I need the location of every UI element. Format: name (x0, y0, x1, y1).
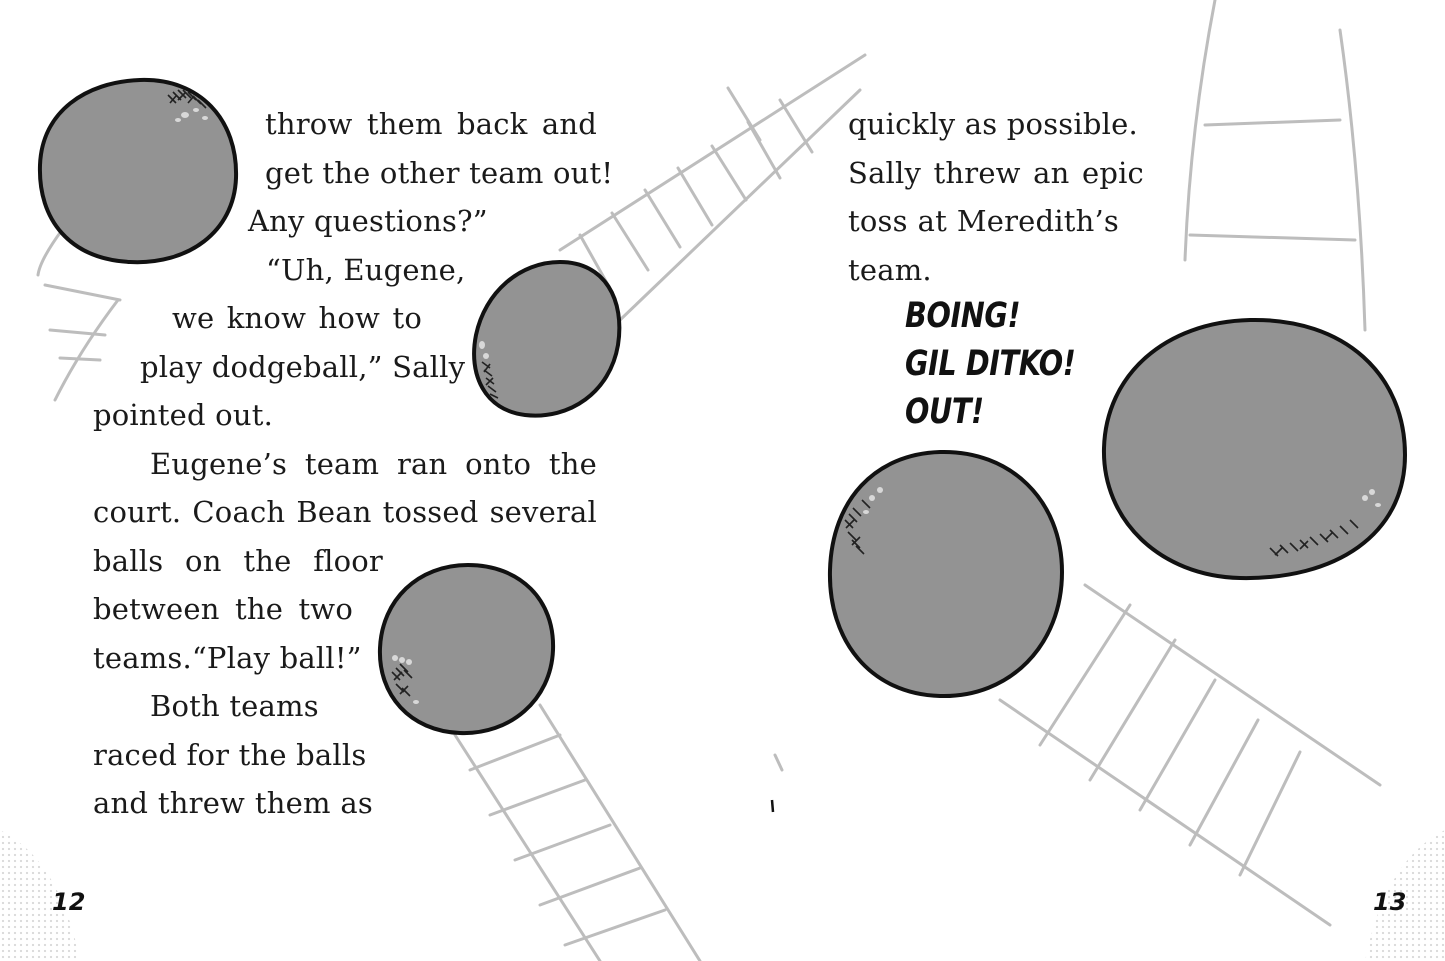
page-number-left: 12 (52, 888, 86, 916)
page-number-right: 13 (1373, 888, 1407, 916)
motion-trails (36, 0, 1382, 961)
text-line: court. Coach Bean tossed several (93, 495, 597, 529)
text-line: Eugene’s team ran onto the (150, 447, 597, 481)
text-line: balls on the floor (93, 544, 383, 578)
dodgeball-4 (827, 449, 1065, 699)
text-line: Both teams (150, 689, 319, 723)
sound-effect-name: GIL DITKO! (905, 344, 1076, 384)
text-line: get the other team out! (265, 156, 614, 190)
text-line: team. (848, 253, 932, 287)
dodgeball-2 (472, 259, 622, 418)
halftone-corner-left (0, 830, 80, 961)
text-line: pointed out. (93, 398, 273, 432)
sound-effect-out: OUT! (905, 392, 984, 432)
text-line: throw them back and (265, 107, 597, 141)
text-line: Sally threw an epic (848, 156, 1144, 190)
text-line: quickly as possible. (848, 107, 1138, 141)
text-line: “Uh, Eugene, (266, 253, 466, 287)
text-line: teams.“Play ball!” (93, 641, 362, 675)
text-line: play dodgeball,” Sally (140, 350, 466, 384)
dodgeball-5 (1101, 317, 1408, 581)
text-line: between the two (93, 592, 353, 626)
text-line: Any questions?” (248, 204, 488, 238)
dodgeball-1 (37, 77, 239, 265)
dodgeball-3 (377, 562, 556, 736)
sound-effect-boing: BOING! (905, 296, 1021, 336)
text-line: and threw them as (93, 786, 373, 820)
text-line: raced for the balls (93, 738, 367, 772)
text-line: we know how to (172, 301, 422, 335)
text-line: toss at Meredith’s (848, 204, 1119, 238)
halftone-corner-right (1365, 830, 1445, 961)
